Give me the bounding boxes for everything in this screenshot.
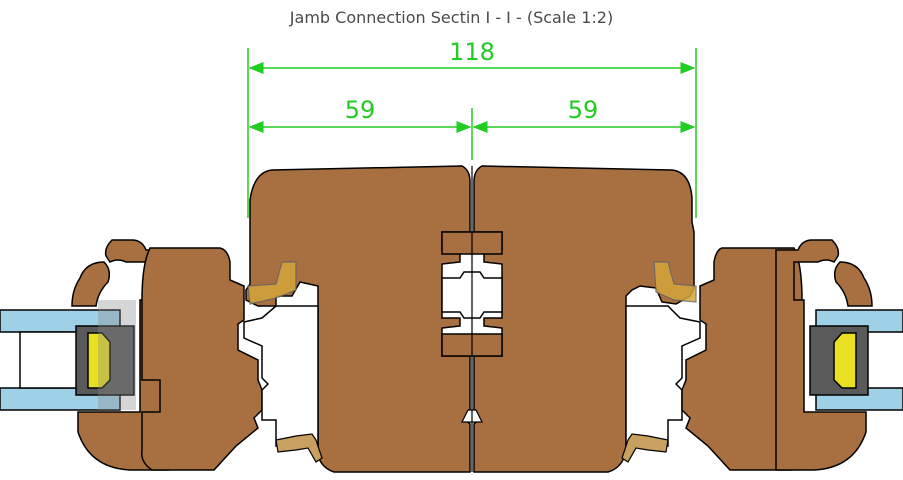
left-seal xyxy=(247,261,297,305)
dimension-right-label: 59 xyxy=(568,96,599,124)
left-bead xyxy=(71,261,111,307)
left-glazing-unit xyxy=(0,300,136,411)
dimension-lines xyxy=(247,48,697,218)
left-weather-strip xyxy=(275,433,323,463)
left-outer-frame xyxy=(140,247,263,471)
right-sash-frame xyxy=(775,239,867,471)
right-bead xyxy=(833,261,873,307)
right-seal xyxy=(653,261,697,303)
drawing-title: Jamb Connection Sectin I - I - (Scale 1:… xyxy=(289,8,614,27)
right-glazing-unit xyxy=(809,309,903,411)
right-weather-strip xyxy=(621,433,669,463)
mullion-left-half xyxy=(245,165,471,473)
dimension-overall-label: 118 xyxy=(449,38,495,66)
dimension-left-label: 59 xyxy=(345,96,376,124)
